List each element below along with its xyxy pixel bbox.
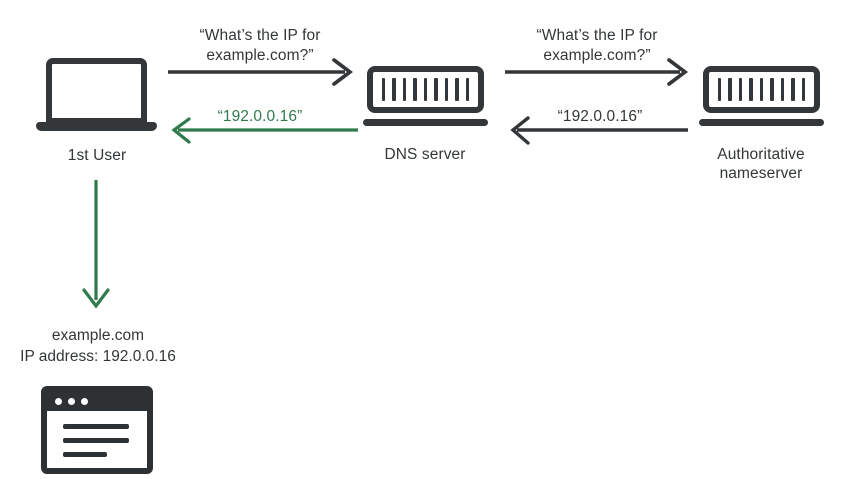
server-stand <box>699 119 824 126</box>
server-bar <box>759 78 764 101</box>
browser-titlebar <box>47 392 147 411</box>
server-bar <box>413 78 417 101</box>
server-icon-dns <box>363 66 488 126</box>
server-bar <box>465 78 470 101</box>
browser-content-line <box>63 424 129 429</box>
browser-content <box>47 411 147 457</box>
arrow-user-to-website <box>82 180 110 309</box>
laptop-base <box>36 122 157 131</box>
server-bar <box>801 78 806 101</box>
server-bar <box>434 78 438 101</box>
server-body <box>703 66 820 113</box>
server-bar <box>791 78 795 101</box>
server-bar <box>738 78 743 101</box>
node-label-dns-server: DNS server <box>384 146 466 163</box>
server-bar <box>455 78 459 101</box>
server-bar <box>444 78 449 101</box>
server-bar <box>423 78 428 101</box>
server-bar <box>381 78 386 101</box>
node-label-authoritative-nameserver: Authoritative nameserver <box>717 146 805 182</box>
server-bar <box>717 78 722 101</box>
browser-dot <box>81 398 88 405</box>
server-bar <box>770 78 774 101</box>
browser-dot <box>55 398 62 405</box>
browser-window-icon <box>41 386 153 474</box>
browser-content-line <box>63 438 129 443</box>
server-body <box>367 66 484 113</box>
server-bar <box>728 78 732 101</box>
arrow-label-answer-authns-to-dns: “192.0.0.16” <box>557 108 643 125</box>
node-label-website: example.com IP address: 192.0.0.16 <box>20 327 176 365</box>
laptop-icon <box>36 58 157 131</box>
browser-dot <box>68 398 75 405</box>
node-label-user: 1st User <box>67 147 127 164</box>
server-bar <box>749 78 753 101</box>
server-stand <box>363 119 488 126</box>
arrow-label-answer-dns-to-user: “192.0.0.16” <box>217 108 303 125</box>
server-bar <box>780 78 785 101</box>
browser-content-line <box>63 452 107 457</box>
server-icon-authoritative-nameserver <box>699 66 824 126</box>
server-bar <box>402 78 407 101</box>
arrow-label-query-user-to-dns: “What’s the IP for example.com?” <box>199 27 321 64</box>
arrow-label-query-dns-to-authns: “What’s the IP for example.com?” <box>536 27 658 64</box>
server-bar <box>392 78 396 101</box>
laptop-screen <box>46 58 147 124</box>
